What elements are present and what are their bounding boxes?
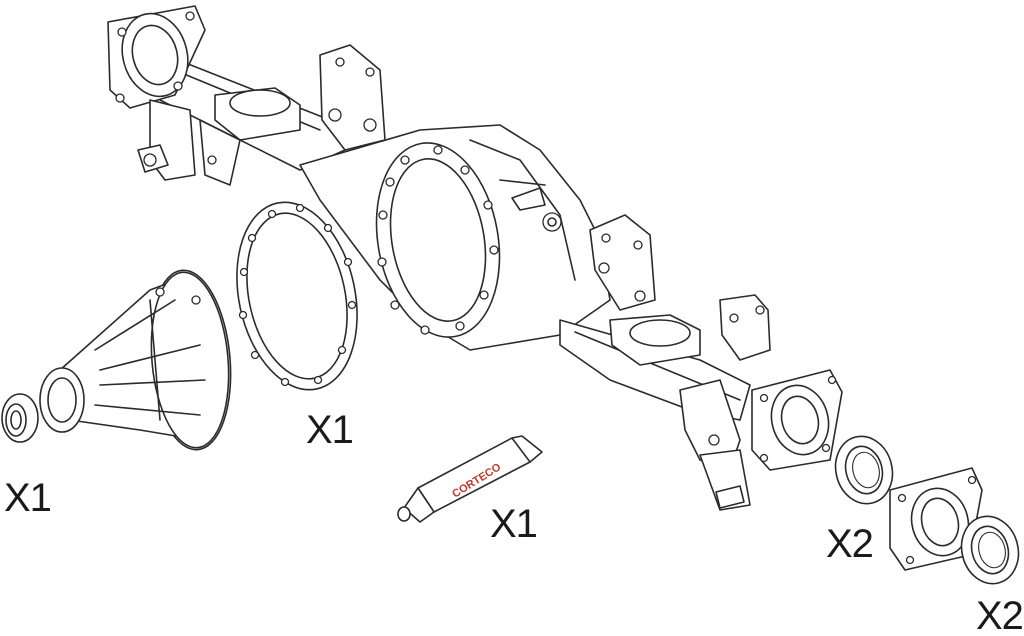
sealant-qty-label: X1	[490, 502, 538, 546]
hub-seal-qty-label: X2	[826, 522, 874, 566]
sealant-tube-part: CORTECO	[397, 435, 543, 523]
flange-bolt-holes	[377, 145, 499, 335]
hub-seal-part	[834, 435, 894, 505]
pinion-seal-qty-label: X1	[4, 476, 52, 520]
pinion-seal-part	[1, 393, 39, 443]
axle-housing	[107, 5, 843, 511]
outer-seal-part	[960, 515, 1020, 585]
gasket-qty-label: X1	[306, 408, 354, 452]
housing-gasket-part	[236, 201, 358, 391]
differential-carrier	[39, 269, 232, 451]
outer-seal-qty-label: X2	[976, 594, 1024, 636]
